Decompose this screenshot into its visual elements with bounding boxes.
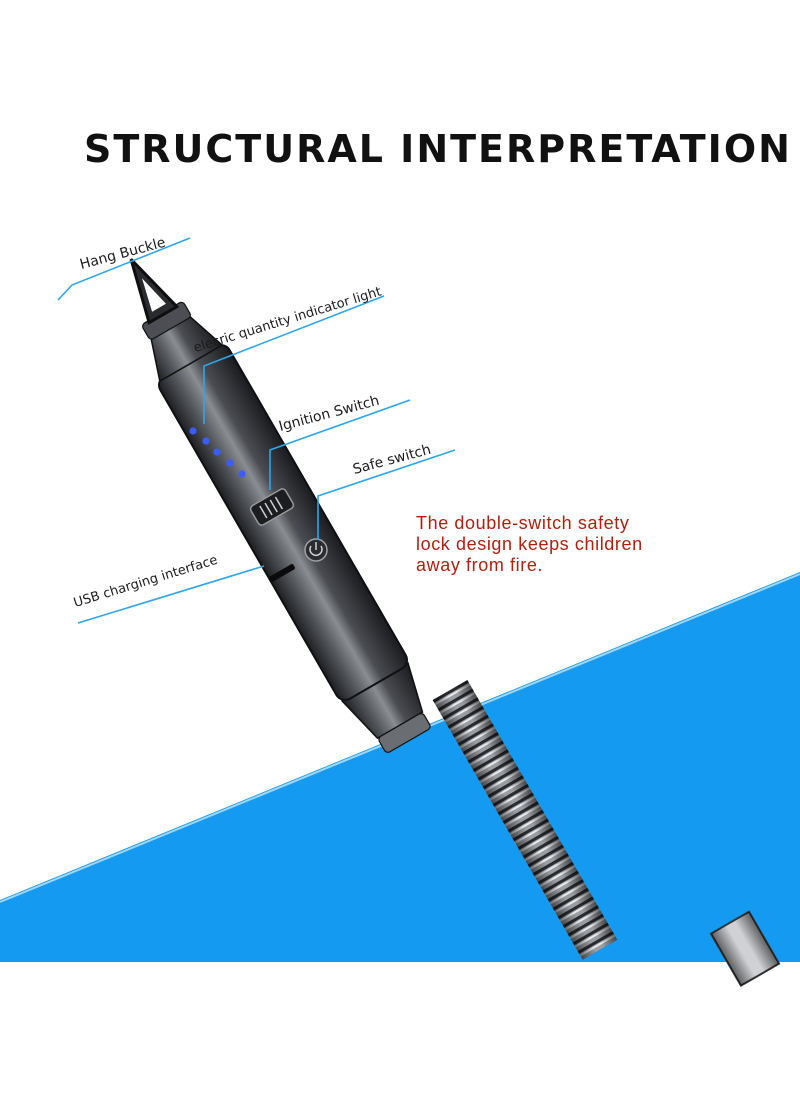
callout-line-usb bbox=[77, 565, 265, 624]
safety-note-line: lock design keeps children bbox=[416, 534, 643, 554]
callout-line-hang-buckle bbox=[57, 237, 191, 301]
callout-line-indicator bbox=[203, 295, 385, 424]
safety-note-line: away from fire. bbox=[416, 555, 544, 575]
flexible-neck bbox=[432, 680, 618, 960]
callout-lines bbox=[57, 237, 456, 624]
hang-buckle-icon bbox=[129, 258, 180, 325]
indicator-led-icon bbox=[189, 427, 246, 478]
usb-port-icon bbox=[269, 564, 295, 582]
safety-note-line: The double-switch safety bbox=[416, 513, 630, 533]
metal-tip bbox=[709, 910, 781, 988]
safe-switch-icon bbox=[304, 538, 328, 562]
callout-line-safe bbox=[317, 449, 456, 540]
safety-note: The double-switch safety lock design kee… bbox=[416, 513, 716, 576]
blue-background-panel bbox=[0, 572, 800, 962]
callout-line-ignition bbox=[269, 399, 411, 490]
ignition-switch-icon bbox=[249, 488, 295, 526]
page-title: STRUCTURAL INTERPRETATION bbox=[84, 127, 792, 171]
